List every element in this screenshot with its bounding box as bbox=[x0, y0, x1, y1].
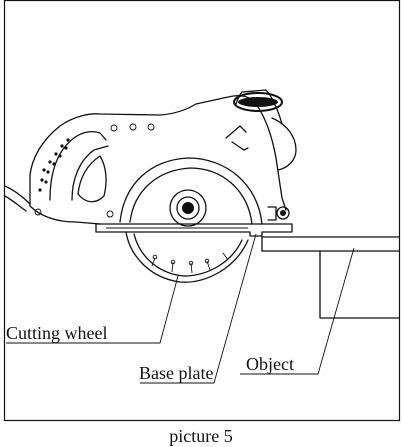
blade-arbor bbox=[169, 189, 207, 227]
base-plate-shape bbox=[95, 223, 293, 237]
object-leader bbox=[240, 247, 355, 375]
base-plate-label: Base plate bbox=[139, 363, 213, 383]
base-plate-leader bbox=[140, 233, 257, 384]
cutting-wheel-leader bbox=[6, 275, 179, 344]
depth-lock bbox=[267, 206, 290, 221]
figure-caption: picture 5 bbox=[169, 426, 232, 446]
grip-texture bbox=[38, 138, 70, 192]
object-shape bbox=[261, 236, 400, 319]
object-label: Object bbox=[246, 354, 294, 374]
cutting-wheel-label: Cutting wheel bbox=[6, 323, 108, 343]
saw-body bbox=[29, 89, 297, 283]
callout-lines bbox=[6, 233, 355, 384]
front-knob bbox=[233, 89, 297, 171]
blade-guard bbox=[119, 125, 263, 225]
figure-frame bbox=[3, 0, 401, 422]
cutting-wheel-shape bbox=[125, 231, 249, 283]
power-cord bbox=[4, 185, 31, 212]
body-screws bbox=[34, 123, 155, 218]
